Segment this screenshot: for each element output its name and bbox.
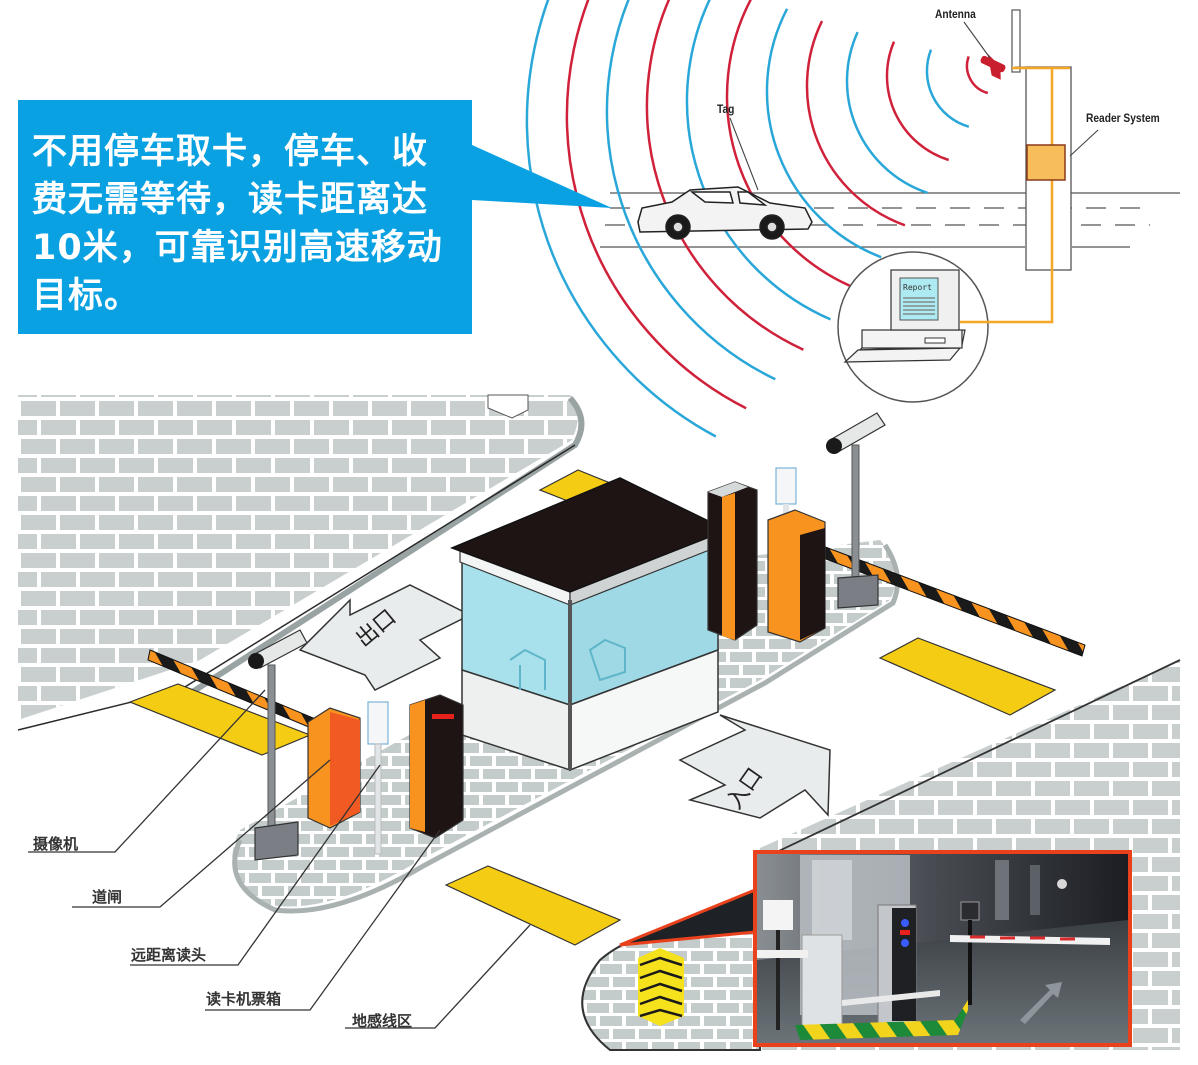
label-leaders — [28, 689, 531, 1029]
rf-wave-arc — [965, 55, 989, 95]
camera-exit — [248, 629, 308, 861]
rf-wave-arc — [685, 0, 831, 321]
loop-zone — [128, 469, 1057, 946]
rf-wave-arc — [805, 20, 906, 227]
callout-line: 不用停车取卡，停车、收 — [32, 132, 429, 172]
label-induction-loop-zone: 地感线区 — [352, 1012, 413, 1030]
rf-wave-arc — [645, 0, 804, 351]
rf-wave-arc — [885, 41, 950, 162]
rf-wave-arc — [845, 31, 928, 194]
car — [637, 186, 813, 240]
barrier-gate-entrance — [767, 509, 826, 643]
label-long-range-reader: 远距离读头 — [131, 946, 207, 964]
barrier-gate-exit — [307, 707, 361, 829]
rf-wave-arc — [925, 49, 970, 128]
ticket-machine-entrance — [707, 481, 758, 641]
reader-system-label: Reader System — [1086, 111, 1160, 125]
entrance-arrow — [678, 714, 831, 819]
photo-inset — [619, 850, 1132, 1047]
monitor-report-text: Report — [903, 283, 932, 292]
tag-label: Tag — [717, 102, 735, 116]
callout-line: 目标。 — [32, 276, 141, 316]
brick-ground-upper-left — [17, 394, 585, 731]
callout-line: 费无需等待，读卡距离达 — [32, 180, 429, 220]
rf-wave-arc — [605, 0, 776, 381]
rf-wave-arc — [765, 8, 882, 259]
computer-inset — [837, 251, 1018, 403]
ticket-machine-exit — [409, 694, 464, 839]
label-card-reader-ticket-box: 读卡机票箱 — [206, 990, 282, 1008]
antenna-label: Antenna — [935, 7, 976, 21]
callout-bubble — [18, 100, 612, 334]
antenna — [980, 53, 1006, 80]
exit-arrow — [298, 584, 472, 691]
label-barrier-gate: 道闸 — [92, 888, 123, 906]
rf-wave-arc — [725, 0, 857, 290]
callout-line: 10米，可靠识别高速移动 — [32, 228, 443, 268]
reader-system-box — [1026, 144, 1066, 181]
camera-entrance — [826, 412, 886, 609]
loop-zone-chevron — [638, 948, 684, 1026]
toll-booth — [449, 477, 729, 772]
rfid-reader-exit — [367, 701, 389, 855]
rfid-label-leaders — [729, 21, 1099, 191]
callout-text: 不用停车取卡，停车、收 费无需等待，读卡距离达 10米，可靠识别高速移动 目标。 — [32, 128, 462, 320]
label-camera: 摄像机 — [33, 835, 79, 853]
